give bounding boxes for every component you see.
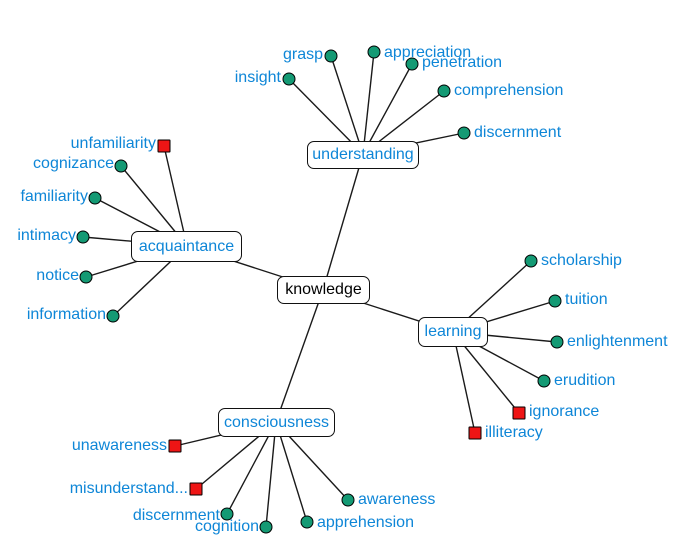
leaf-marker-circle-awareness[interactable] xyxy=(341,493,355,507)
leaf-label-enlightenment[interactable]: enlightenment xyxy=(567,333,668,350)
leaf-marker-circle-insight[interactable] xyxy=(282,72,296,86)
leaf-marker-circle-penetration[interactable] xyxy=(405,57,419,71)
edge-acquaintance-unfamiliarity xyxy=(163,145,188,247)
edge-consciousness-discernment xyxy=(226,421,277,515)
leaf-marker-circle-notice[interactable] xyxy=(79,270,93,284)
leaf-label-unfamiliarity[interactable]: unfamiliarity xyxy=(70,135,156,152)
leaf-label-illiteracy[interactable]: illiteracy xyxy=(485,424,543,441)
leaf-label-comprehension[interactable]: comprehension xyxy=(454,82,564,99)
leaf-label-unawareness[interactable]: unawareness xyxy=(71,437,167,454)
leaf-marker-circle-tuition[interactable] xyxy=(548,294,562,308)
leaf-label-tuition[interactable]: tuition xyxy=(565,291,608,308)
leaf-label-discernment[interactable]: discernment xyxy=(474,124,562,141)
leaf-label-erudition[interactable]: erudition xyxy=(554,372,616,389)
leaf-marker-circle-information[interactable] xyxy=(106,309,120,323)
leaf-marker-square-misunderstand[interactable] xyxy=(189,482,203,496)
branch-node-learning[interactable]: learning xyxy=(418,317,488,347)
center-node-knowledge[interactable]: knowledge xyxy=(277,276,370,304)
leaf-label-notice[interactable]: notice xyxy=(36,267,79,284)
leaf-label-familiarity[interactable]: familiarity xyxy=(20,188,88,205)
leaf-marker-circle-familiarity[interactable] xyxy=(88,191,102,205)
leaf-label-misunderstand[interactable]: misunderstand... xyxy=(69,480,188,497)
leaf-label-intimacy[interactable]: intimacy xyxy=(17,227,76,244)
leaf-label-appreciation[interactable]: appreciation xyxy=(384,44,472,61)
leaf-label-insight[interactable]: insight xyxy=(234,69,281,86)
leaf-marker-square-unfamiliarity[interactable] xyxy=(157,139,171,153)
leaf-marker-circle-scholarship[interactable] xyxy=(524,254,538,268)
leaf-marker-circle-grasp[interactable] xyxy=(324,49,338,63)
edge-knowledge-consciousness xyxy=(275,289,324,423)
leaf-label-awareness[interactable]: awareness xyxy=(358,491,436,508)
leaf-marker-square-ignorance[interactable] xyxy=(512,406,526,420)
leaf-label-grasp[interactable]: grasp xyxy=(282,46,323,63)
leaf-label-information[interactable]: information xyxy=(26,306,106,323)
leaf-marker-circle-apprehension[interactable] xyxy=(300,515,314,529)
branch-node-acquaintance[interactable]: acquaintance xyxy=(131,231,242,262)
leaf-marker-circle-appreciation[interactable] xyxy=(367,45,381,59)
leaf-marker-circle-cognition[interactable] xyxy=(259,520,273,534)
leaf-label-apprehension[interactable]: apprehension xyxy=(317,514,414,531)
edge-knowledge-understanding xyxy=(322,153,364,291)
leaf-marker-square-unawareness[interactable] xyxy=(168,439,182,453)
edge-learning-illiteracy xyxy=(452,331,476,434)
leaf-label-scholarship[interactable]: scholarship xyxy=(541,252,622,269)
branch-node-understanding[interactable]: understanding xyxy=(307,141,419,169)
leaf-marker-circle-erudition[interactable] xyxy=(537,374,551,388)
leaf-marker-circle-discernment2[interactable] xyxy=(220,507,234,521)
edge-consciousness-apprehension xyxy=(275,421,308,523)
leaf-label-penetration[interactable]: penetration xyxy=(422,54,503,71)
leaf-marker-circle-enlightenment[interactable] xyxy=(550,335,564,349)
edge-understanding-penetration xyxy=(362,63,413,155)
edge-understanding-grasp xyxy=(330,55,364,155)
leaf-marker-circle-intimacy[interactable] xyxy=(76,230,90,244)
leaf-label-discernment2[interactable]: discernment xyxy=(132,507,220,524)
edge-understanding-appreciation xyxy=(362,51,375,155)
leaf-marker-circle-discernment[interactable] xyxy=(457,126,471,140)
leaf-marker-circle-cognizance[interactable] xyxy=(114,159,128,173)
leaf-label-ignorance[interactable]: ignorance xyxy=(529,403,600,420)
leaf-label-cognizance[interactable]: cognizance xyxy=(33,155,114,172)
leaf-marker-circle-comprehension[interactable] xyxy=(437,84,451,98)
branch-node-consciousness[interactable]: consciousness xyxy=(218,408,335,437)
leaf-label-cognition[interactable]: cognition xyxy=(194,518,259,535)
edge-consciousness-cognition xyxy=(265,421,277,528)
leaf-marker-square-illiteracy[interactable] xyxy=(468,426,482,440)
